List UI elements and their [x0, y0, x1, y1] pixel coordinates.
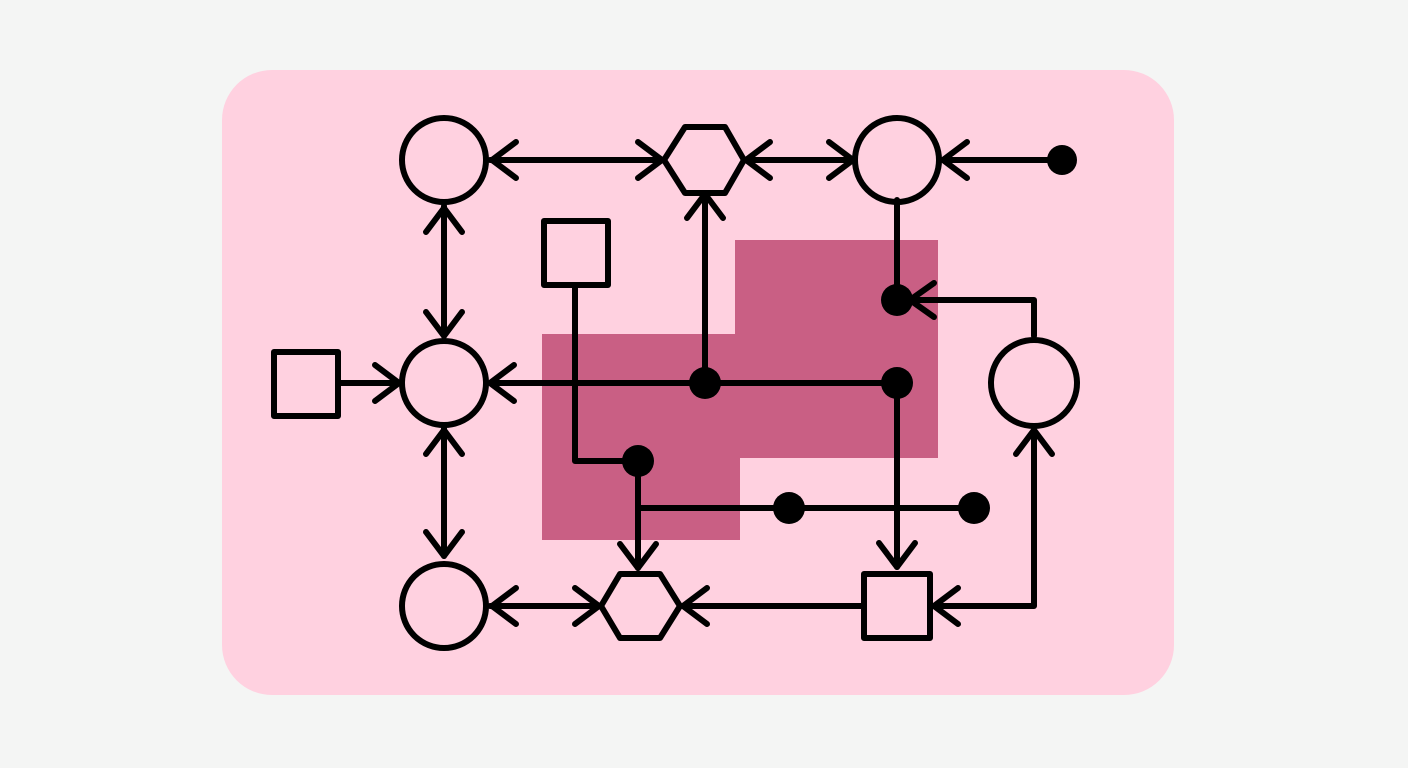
dot-top-right — [1047, 145, 1077, 175]
node-hexagon-top — [661, 124, 747, 196]
edge-square-bottom-right-circle-right — [931, 427, 1037, 609]
arrowhead-icon — [489, 139, 519, 181]
arrowhead-icon — [489, 585, 519, 627]
nodes — [271, 115, 1080, 651]
node-circle-middle-left — [399, 338, 489, 428]
junction-bottom-right — [958, 492, 990, 524]
arrowhead-icon — [931, 585, 961, 627]
arrowhead-icon — [617, 541, 659, 571]
junctions — [622, 145, 1077, 524]
node-circle-right — [988, 337, 1080, 429]
arrowhead-icon — [423, 529, 465, 559]
arrowhead-icon — [423, 427, 465, 457]
node-circle-top-right — [852, 115, 942, 205]
node-square-left — [271, 349, 341, 419]
edge-square-top-middle-junction-lower — [572, 283, 641, 464]
node-square-top-middle — [541, 218, 611, 288]
arrowhead-icon — [423, 205, 465, 235]
edge-circle-right-junction-upper-right — [905, 297, 1037, 339]
arrowhead-icon — [940, 139, 970, 181]
junction-lower — [622, 445, 654, 477]
node-hexagon-bottom — [598, 571, 683, 641]
junction-right — [881, 367, 913, 399]
node-circle-top-left — [399, 115, 489, 205]
arrowhead-icon — [487, 362, 517, 404]
node-square-bottom-right — [861, 571, 933, 641]
arrowhead-icon — [876, 540, 918, 570]
junction-center — [689, 367, 721, 399]
node-circle-bottom-left — [399, 561, 489, 651]
connectors — [335, 157, 1063, 609]
junction-upper-right — [881, 284, 913, 316]
junction-bottom-middle — [773, 492, 805, 524]
arrowhead-icon — [423, 309, 465, 339]
arrowhead-icon — [1013, 427, 1055, 457]
